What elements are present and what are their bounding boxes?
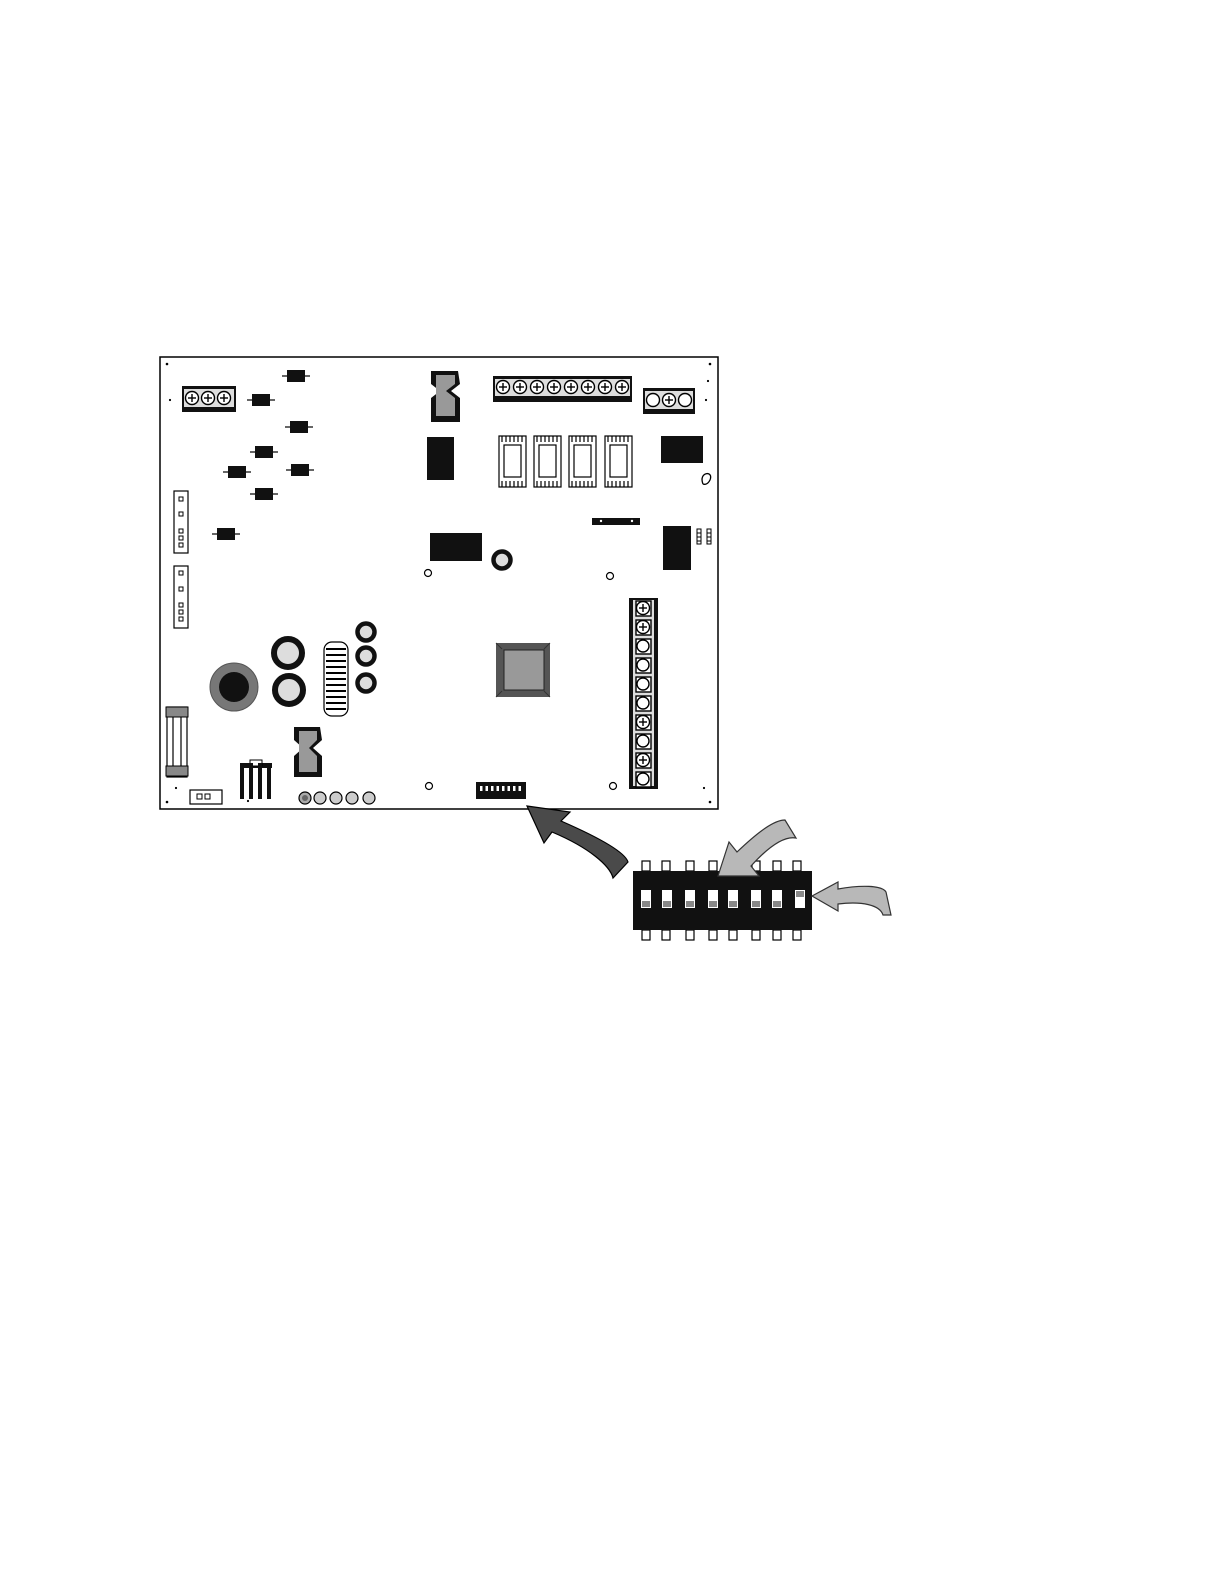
- fuse-holder: [166, 707, 188, 777]
- coil-inductor: [324, 642, 348, 716]
- ic-right: [663, 526, 691, 570]
- terminal-block-top-left: [182, 386, 236, 412]
- small-capacitor: [494, 552, 511, 569]
- terminal-block-right: [629, 598, 658, 789]
- callout-arrow-dark: [527, 806, 628, 878]
- jumper-bottom-left: [190, 790, 222, 804]
- transformer-block: [661, 436, 703, 463]
- callout-arrow-light-right: [812, 882, 891, 915]
- large-capacitor: [210, 663, 258, 711]
- processor-chip: [496, 643, 550, 697]
- terminal-block-top: [493, 376, 632, 402]
- header-strip: [592, 518, 640, 525]
- board-dip-switch: [476, 782, 526, 799]
- connector-left-lower: [174, 566, 188, 628]
- regulator-top: [431, 371, 460, 422]
- connector-left-upper: [174, 491, 188, 553]
- small-rings: [358, 624, 375, 692]
- ic-vertical: [427, 437, 454, 480]
- terminal-block-top-right: [643, 388, 695, 414]
- ic-horizontal: [430, 533, 482, 561]
